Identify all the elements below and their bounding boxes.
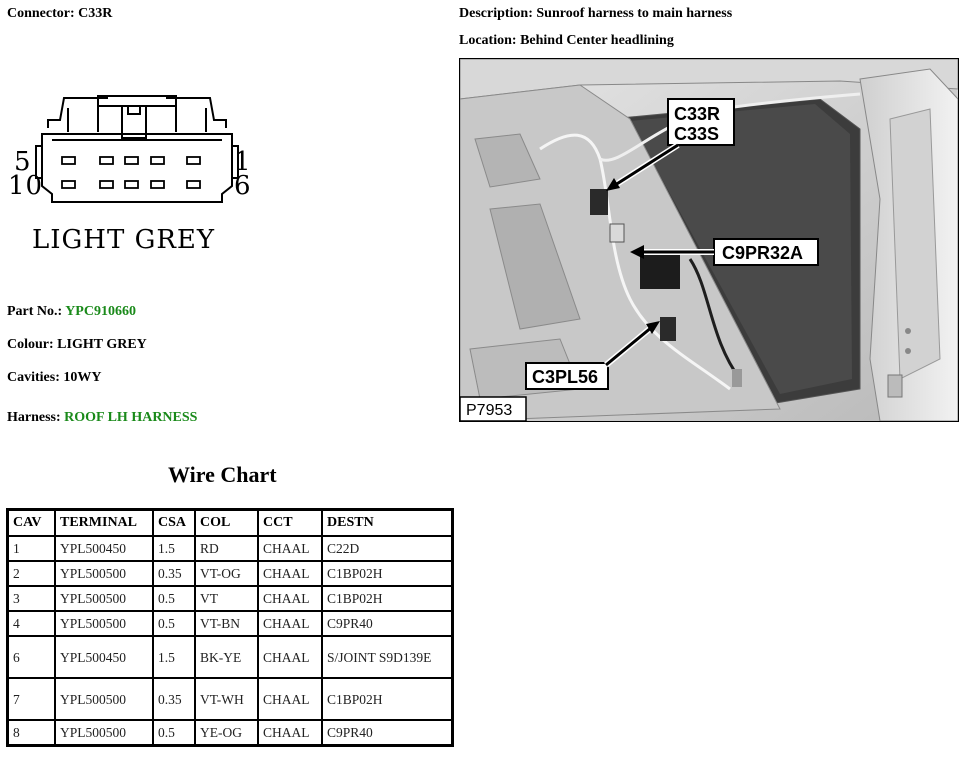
cell-csa: 1.5: [152, 535, 196, 562]
header-csa: CSA: [152, 508, 196, 537]
cell-cav: 6: [6, 635, 56, 679]
location-label: Location:: [459, 33, 517, 48]
figure-id-box: P7953: [460, 396, 527, 421]
description-line: Description: Sunroof harness to main har…: [459, 6, 732, 22]
harness-label: Harness:: [7, 410, 61, 425]
cell-cav: 1: [6, 535, 56, 562]
cell-cav: 8: [6, 719, 56, 747]
cell-col: RD: [194, 535, 259, 562]
cell-cct: CHAAL: [257, 560, 323, 587]
colour-value: LIGHT GREY: [57, 337, 147, 352]
callout-c33r: C33R: [674, 104, 720, 124]
pin-label-6: 6: [234, 171, 252, 201]
harness-line: Harness: ROOF LH HARNESS: [7, 410, 197, 426]
cell-col: BK-YE: [194, 635, 259, 679]
cell-col: VT: [194, 585, 259, 612]
table-row: 8 YPL500500 0.5 YE-OG CHAAL C9PR40: [6, 719, 454, 747]
cell-col: YE-OG: [194, 719, 259, 747]
cell-cct: CHAAL: [257, 535, 323, 562]
cell-cct: CHAAL: [257, 719, 323, 747]
cell-col: VT-OG: [194, 560, 259, 587]
callout-c33s: C33S: [674, 124, 719, 144]
location-photo-drawing: C33R C33S C9PR32A C3PL56 P7953: [460, 59, 958, 421]
cell-terminal: YPL500500: [54, 560, 154, 587]
part-number-label: Part No.:: [7, 304, 63, 319]
cell-terminal: YPL500500: [54, 677, 154, 721]
pin-label-10: 10: [8, 171, 43, 201]
header-terminal: TERMINAL: [54, 508, 154, 537]
cell-terminal: YPL500450: [54, 535, 154, 562]
cell-cav: 3: [6, 585, 56, 612]
cell-cct: CHAAL: [257, 677, 323, 721]
table-row: 4 YPL500500 0.5 VT-BN CHAAL C9PR40: [6, 610, 454, 637]
cavities-label: Cavities:: [7, 370, 60, 385]
wire-chart-header-row: CAV TERMINAL CSA COL CCT DESTN: [6, 508, 454, 537]
cell-terminal: YPL500450: [54, 635, 154, 679]
cell-csa: 0.35: [152, 560, 196, 587]
cell-cav: 7: [6, 677, 56, 721]
cell-terminal: YPL500500: [54, 719, 154, 747]
colour-line: Colour: LIGHT GREY: [7, 337, 147, 353]
cell-destn: C22D: [321, 535, 454, 562]
connector-title-value: C33R: [78, 6, 113, 21]
harness-link[interactable]: ROOF LH HARNESS: [64, 410, 198, 425]
cell-cav: 4: [6, 610, 56, 637]
location-photo: C33R C33S C9PR32A C3PL56 P7953: [459, 58, 959, 422]
cell-csa: 1.5: [152, 635, 196, 679]
part-number-line: Part No.: YPC910660: [7, 304, 136, 320]
connector-title: Connector: C33R: [7, 6, 112, 22]
location-line: Location: Behind Center headlining: [459, 33, 674, 49]
cell-terminal: YPL500500: [54, 585, 154, 612]
callout-c3pl56-label: C3PL56: [532, 367, 598, 387]
table-row: 2 YPL500500 0.35 VT-OG CHAAL C1BP02H: [6, 560, 454, 587]
part-number-link[interactable]: YPC910660: [65, 304, 136, 319]
cell-destn: C1BP02H: [321, 585, 454, 612]
cell-destn: C9PR40: [321, 610, 454, 637]
colour-label: Colour:: [7, 337, 54, 352]
cell-csa: 0.35: [152, 677, 196, 721]
header-cct: CCT: [257, 508, 323, 537]
header-destn: DESTN: [321, 508, 454, 537]
cell-csa: 0.5: [152, 585, 196, 612]
cell-destn: C1BP02H: [321, 677, 454, 721]
table-row: 1 YPL500450 1.5 RD CHAAL C22D: [6, 535, 454, 562]
cell-col: VT-WH: [194, 677, 259, 721]
pin-label-1: 1: [234, 147, 252, 177]
cell-col: VT-BN: [194, 610, 259, 637]
cell-cav: 2: [6, 560, 56, 587]
description-value: Sunroof harness to main harness: [536, 6, 733, 21]
cavities-value: 10WY: [63, 370, 102, 385]
connector-title-label: Connector:: [7, 6, 75, 21]
cell-terminal: YPL500500: [54, 610, 154, 637]
wire-chart-title: Wire Chart: [168, 462, 277, 487]
callout-c33r-c33s: C33R C33S: [606, 98, 735, 191]
description-label: Description:: [459, 6, 533, 21]
location-value: Behind Center headlining: [520, 33, 674, 48]
cell-csa: 0.5: [152, 610, 196, 637]
cell-cct: CHAAL: [257, 585, 323, 612]
table-row: 7 YPL500500 0.35 VT-WH CHAAL C1BP02H: [6, 677, 454, 721]
table-row: 6 YPL500450 1.5 BK-YE CHAAL S/JOINT S9D1…: [6, 635, 454, 679]
connector-color-caption: LIGHT GREY: [32, 225, 215, 255]
cavities-line: Cavities: 10WY: [7, 370, 102, 386]
header-col: COL: [194, 508, 259, 537]
wire-chart-table: CAV TERMINAL CSA COL CCT DESTN 1 YPL5004…: [6, 508, 454, 747]
callout-c3pl56: C3PL56: [525, 321, 660, 390]
callout-c9pr32a-label: C9PR32A: [722, 243, 803, 263]
callout-c9pr32a: C9PR32A: [630, 238, 819, 266]
cell-cct: CHAAL: [257, 635, 323, 679]
figure-id: P7953: [466, 402, 512, 419]
pin-label-5: 5: [14, 147, 32, 177]
cell-cct: CHAAL: [257, 610, 323, 637]
cell-destn: C9PR40: [321, 719, 454, 747]
cell-destn: S/JOINT S9D139E: [321, 635, 454, 679]
connector-face-diagram: 5 10 1 6 LIGHT GREY: [8, 95, 252, 255]
cell-destn: C1BP02H: [321, 560, 454, 587]
cell-csa: 0.5: [152, 719, 196, 747]
header-cav: CAV: [6, 508, 56, 537]
table-row: 3 YPL500500 0.5 VT CHAAL C1BP02H: [6, 585, 454, 612]
